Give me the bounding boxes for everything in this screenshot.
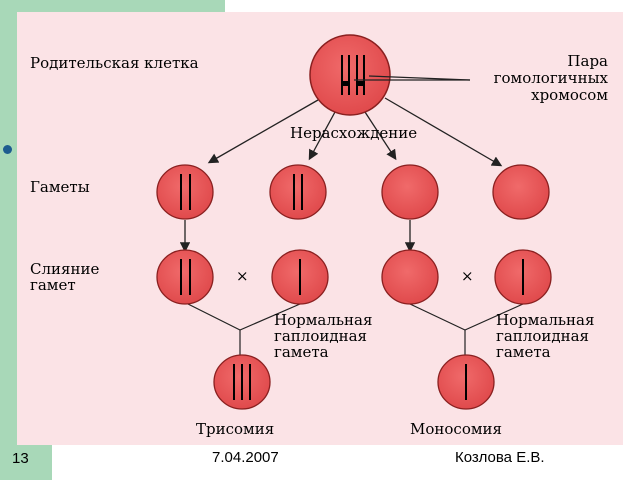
normal-gamete-right-line3: гамета — [496, 343, 551, 361]
times-sign-left: × — [236, 267, 249, 285]
trisomy-zygote — [213, 354, 271, 410]
gamete-1 — [156, 164, 214, 220]
normal-gamete-left-line2: гаплоидная — [274, 327, 367, 345]
slide-number: 13 — [12, 450, 29, 467]
pair-label-line3: хромосом — [531, 86, 608, 104]
fusion-label-line2: гамет — [30, 276, 76, 294]
normal-gamete-right-line1: Нормальная — [496, 311, 595, 329]
fusion-connectors — [187, 303, 524, 355]
times-sign-right: × — [461, 267, 474, 285]
arrow-to-gamete-4 — [384, 97, 503, 167]
footer-date: 7.04.2007 — [212, 449, 279, 466]
footer-band — [0, 440, 640, 480]
gamete-4 — [492, 164, 550, 220]
parent-cell-label: Родительская клетка — [30, 54, 199, 72]
bullet-dot — [3, 145, 12, 154]
gamete-3 — [381, 164, 439, 220]
normal-gamete-left-line1: Нормальная — [274, 311, 373, 329]
normal-gamete-right-line2: гаплоидная — [496, 327, 589, 345]
gamete-2 — [269, 164, 327, 220]
nondisjunction-arrows — [179, 97, 503, 253]
pair-label-line2: гомологичных — [493, 69, 608, 87]
arrow-to-gamete-1 — [207, 99, 319, 164]
slide-number-box — [0, 440, 52, 480]
pair-label-line1: Пара — [567, 52, 608, 70]
gametes-label: Гаметы — [30, 178, 90, 196]
fusion-cell-2 — [271, 249, 329, 305]
pair-pointer-lines — [354, 75, 471, 81]
normal-gamete-left-line3: гамета — [274, 343, 329, 361]
fusion-label-line1: Слияние — [30, 260, 100, 278]
nondisjunction-label: Нерасхождение — [290, 124, 418, 142]
arrow-to-gamete-3 — [364, 111, 397, 161]
footer-author: Козлова Е.В. — [455, 449, 545, 466]
monosomy-label: Моносомия — [410, 420, 502, 438]
fusion-cell-4 — [494, 249, 552, 305]
monosomy-zygote — [437, 354, 495, 410]
fusion-cell-3 — [381, 249, 439, 305]
arrow-to-gamete-2 — [308, 111, 336, 161]
parent-cell — [309, 34, 391, 116]
trisomy-label: Трисомия — [196, 420, 275, 438]
fusion-cell-1 — [156, 249, 214, 305]
